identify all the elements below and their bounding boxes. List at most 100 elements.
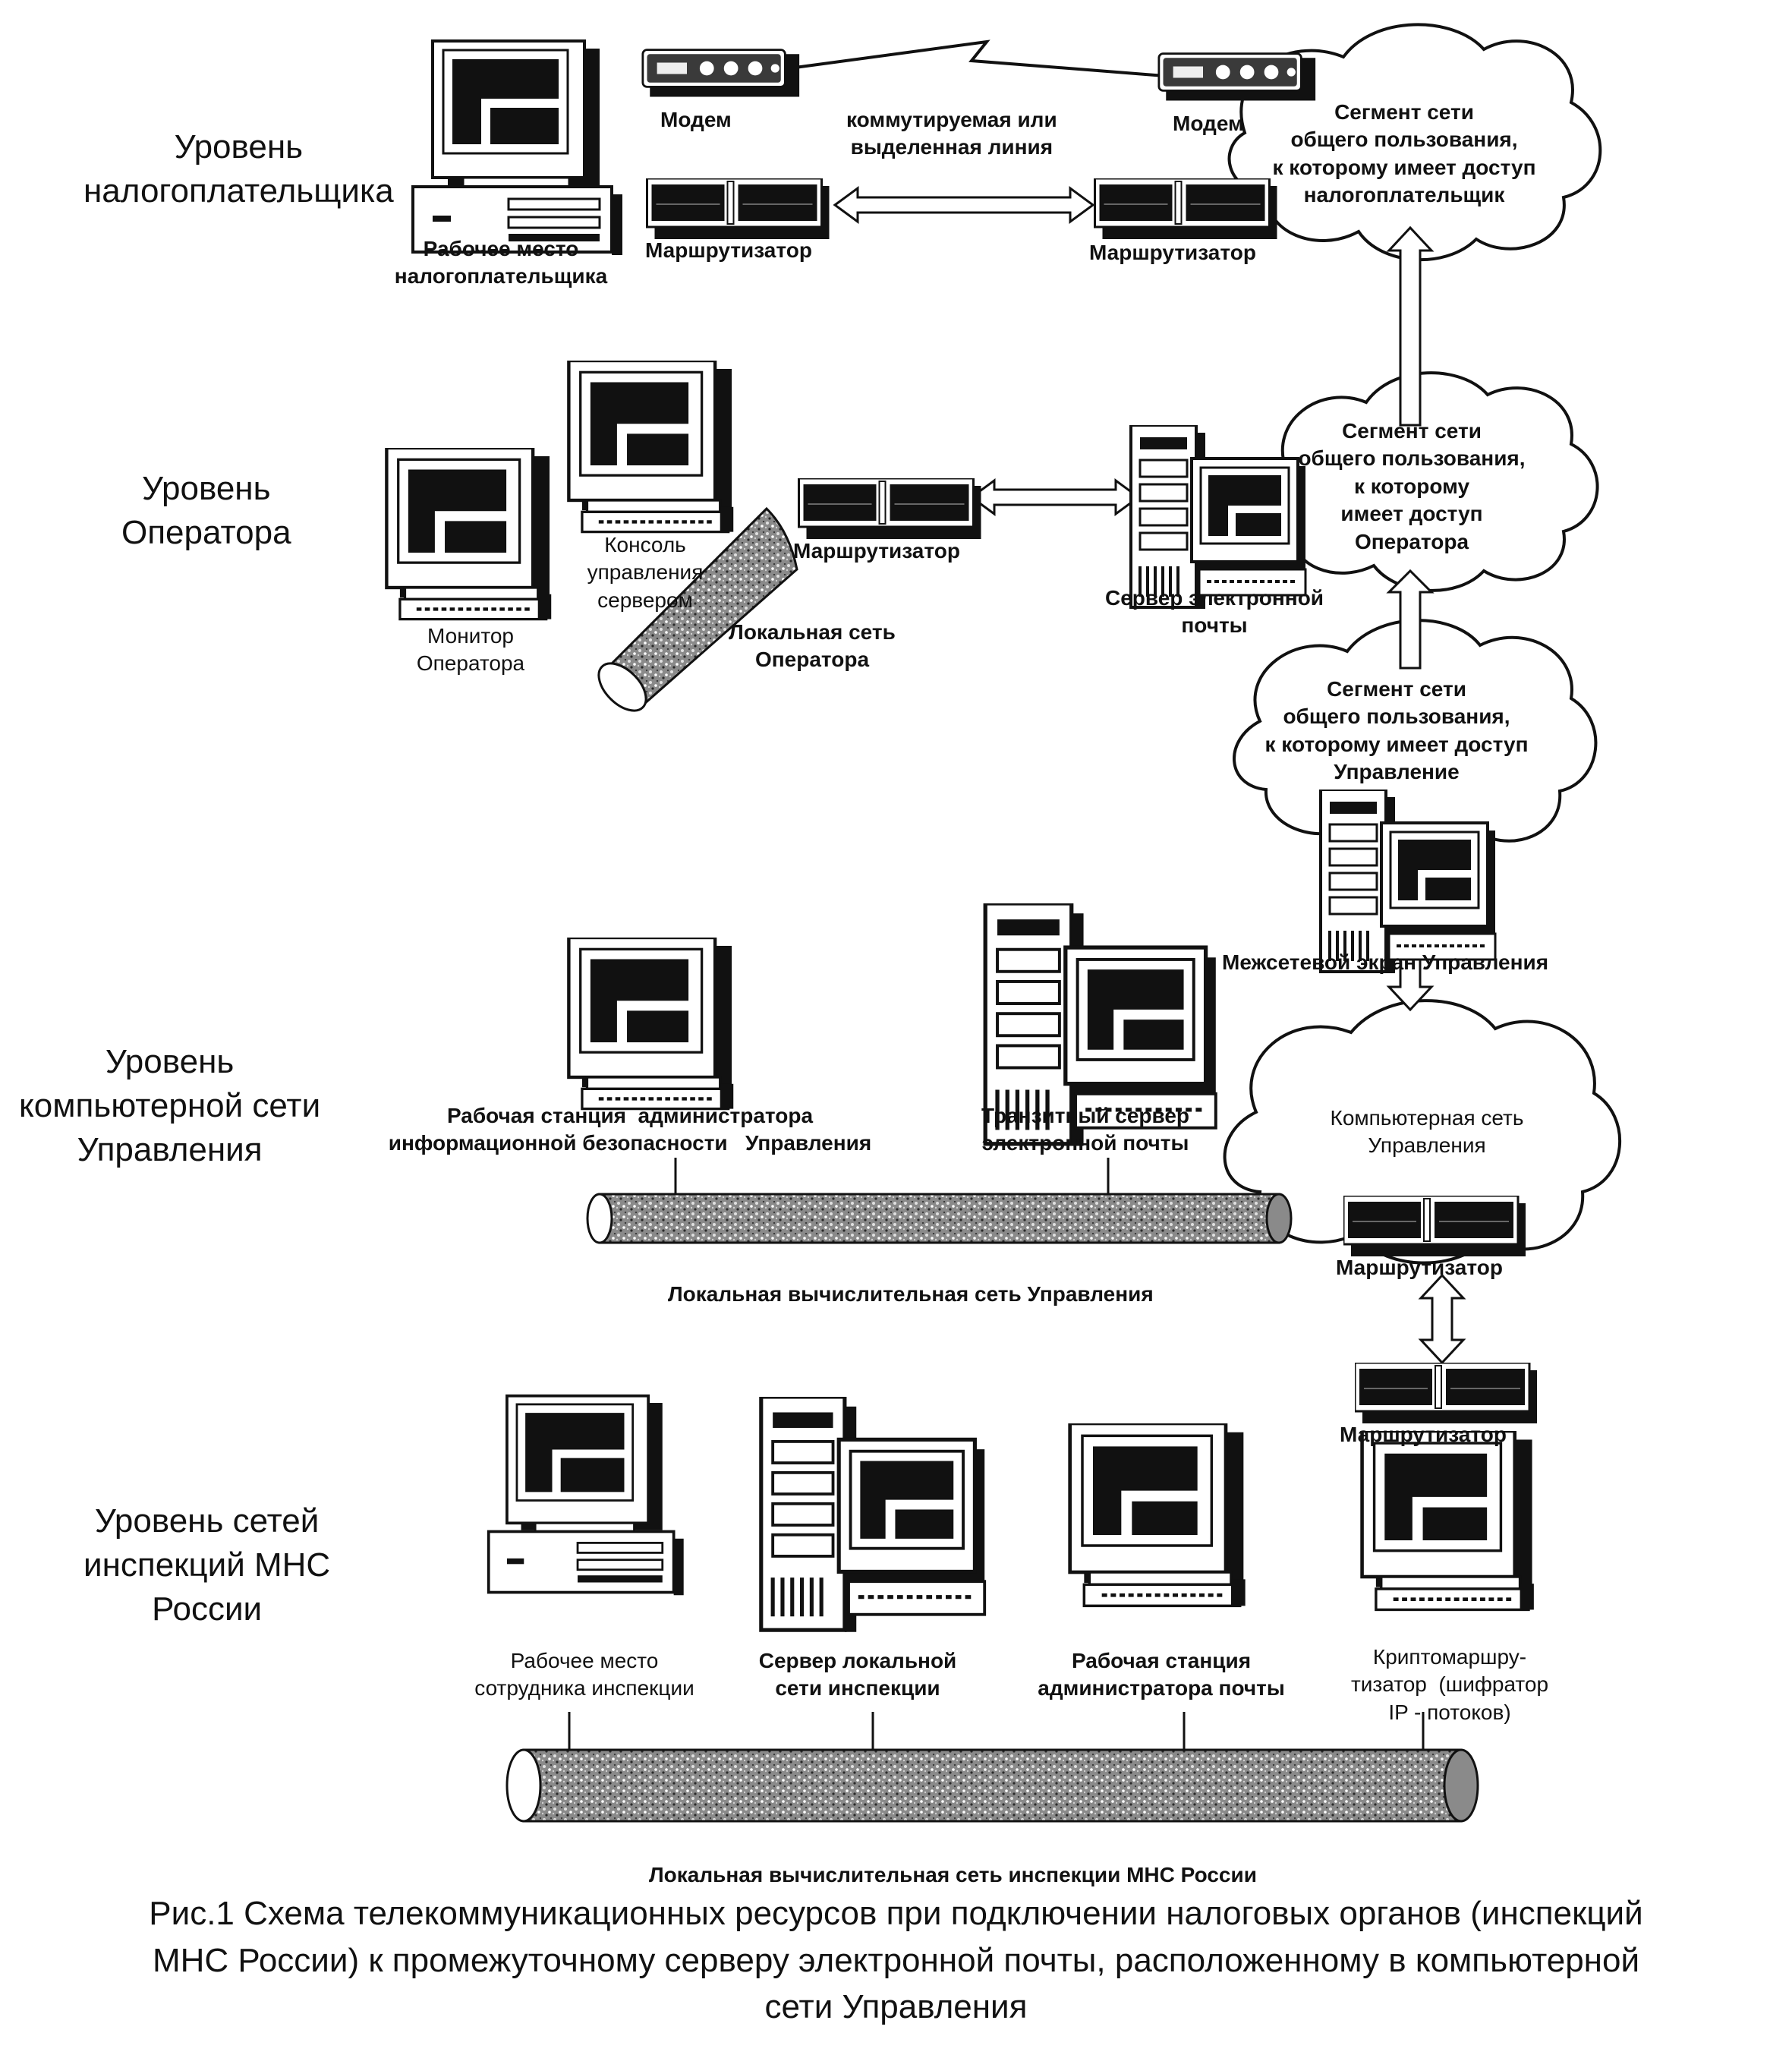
router-taxpayer-left-icon — [645, 178, 831, 239]
cloud-taxpayer-line-1: Сегмент сети — [1334, 100, 1474, 124]
inspection-lan-pipe — [505, 1712, 1479, 1823]
level-inspection-label: Уровень сетей инспекций МНС России — [83, 1499, 330, 1631]
mail-admin-ws-line-2: администратора почты — [1038, 1676, 1285, 1700]
cloud-taxpayer-line-3: к которому имеет доступ — [1272, 155, 1536, 179]
router-management-icon — [1343, 1196, 1526, 1256]
cloud-taxpayer-line-4: налогоплательщик — [1303, 183, 1505, 207]
link-operator-management — [1386, 569, 1435, 670]
operator-monitor-line-2: Оператора — [416, 651, 525, 676]
taxpayer-workstation-icon — [411, 39, 624, 257]
cloud-management-public-label: Сегмент сети общего пользования, к котор… — [1237, 676, 1556, 786]
inspection-lan-label: Локальная вычислительная сеть инспекции … — [649, 1863, 1257, 1886]
transit-server-label: Транзитный сервер электронной почты — [956, 1102, 1214, 1158]
mail-server-label: Сервер электронной почты — [1085, 585, 1343, 640]
cloud-management-public-line-4: Управление — [1334, 760, 1460, 784]
crypto-router-line-1: Криптомаршру- — [1372, 1645, 1527, 1669]
mail-admin-ws-label: Рабочая станция администратора почты — [1017, 1647, 1305, 1703]
level-taxpayer-line-1: Уровень — [174, 128, 304, 165]
cloud-taxpayer — [1227, 23, 1602, 262]
security-admin-ws-line-2: информационной безопасности Управления — [388, 1131, 872, 1155]
cloud-management-network-line-1: Компьютерная сеть — [1330, 1106, 1524, 1130]
level-management-line-2: компьютерной сети — [19, 1087, 321, 1125]
link-router-router — [1418, 1273, 1466, 1365]
management-lan-label: Локальная вычислительная сеть Управления — [668, 1282, 1154, 1306]
link-taxpayer-operator — [1386, 225, 1435, 427]
lan-server-icon — [761, 1397, 984, 1632]
cloud-operator-label: Сегмент сети общего пользования, к котор… — [1260, 418, 1564, 556]
level-taxpayer-label: Уровень налогоплательщика — [83, 125, 394, 213]
crypto-router-line-3: IP - потоков) — [1388, 1700, 1511, 1724]
server-console-line-3: сервером — [597, 588, 693, 612]
level-operator-label: Уровень Оператора — [121, 467, 291, 555]
operator-monitor-line-1: Монитор — [427, 624, 514, 648]
modem-right-label: Модем — [1173, 112, 1244, 135]
link-operator-router-server — [969, 478, 1141, 516]
crypto-router-icon — [1362, 1431, 1534, 1609]
employee-ws-icon — [487, 1394, 685, 1597]
cloud-operator-line-4: имеет доступ — [1340, 502, 1483, 526]
cloud-management-public-line-3: к которому имеет доступ — [1264, 732, 1529, 756]
transit-server-line-1: Транзитный сервер — [981, 1104, 1190, 1127]
cloud-operator-line-2: общего пользования, — [1298, 446, 1526, 471]
operator-lan-pipe — [597, 506, 798, 712]
router-operator-label: Маршрутизатор — [793, 539, 960, 563]
router-inspection-icon — [1355, 1363, 1537, 1423]
cloud-taxpayer-label: Сегмент сети общего пользования, к котор… — [1260, 99, 1548, 210]
crypto-router-label: Криптомаршру- тизатор (шифратор IP - пот… — [1328, 1644, 1571, 1726]
router-management-label: Маршрутизатор — [1336, 1256, 1503, 1279]
modem-right-icon — [1157, 52, 1317, 102]
level-inspection-line-2: инспекций МНС — [83, 1546, 331, 1584]
cloud-management-public-line-1: Сегмент сети — [1327, 677, 1466, 701]
modem-left-label: Модем — [660, 108, 732, 131]
server-console-label: Консоль управления сервером — [558, 531, 732, 614]
level-taxpayer-line-2: налогоплательщика — [83, 172, 394, 210]
line-label-1: коммутируемая или — [846, 108, 1057, 131]
employee-ws-label: Рабочее место сотрудника инспекции — [448, 1647, 721, 1703]
operator-monitor-icon — [386, 448, 551, 619]
router-taxpayer-left-label: Маршрутизатор — [645, 238, 812, 262]
operator-lan-label: Локальная сеть Оператора — [706, 619, 918, 674]
security-admin-ws-line-1: Рабочая станция администратора — [446, 1104, 814, 1127]
figure-caption-line-2: МНС России) к промежуточному серверу эле… — [152, 1941, 1640, 1979]
router-taxpayer-right-label: Маршрутизатор — [1089, 241, 1256, 264]
security-admin-ws-label: Рабочая станция администратора информаци… — [364, 1102, 896, 1158]
mail-admin-ws-line-1: Рабочая станция — [1071, 1649, 1252, 1672]
cloud-management-public-line-2: общего пользования, — [1283, 704, 1510, 729]
level-operator-line-2: Оператора — [121, 514, 291, 552]
router-inspection-label: Маршрутизатор — [1340, 1423, 1507, 1446]
lan-server-line-1: Сервер локальной — [758, 1649, 957, 1672]
link-taxpayer-routers — [833, 186, 1095, 224]
figure-caption-line-3: сети Управления — [764, 1988, 1028, 2026]
mail-server-line-1: Сервер электронной — [1104, 586, 1324, 610]
figure-caption: Рис.1 Схема телекоммуникационных ресурсо… — [0, 1890, 1792, 2031]
figure-caption-line-1: Рис.1 Схема телекоммуникационных ресурсо… — [149, 1895, 1643, 1932]
router-operator-icon — [797, 478, 983, 539]
line-label-2: выделенная линия — [850, 135, 1053, 159]
mail-admin-ws-icon — [1070, 1423, 1246, 1606]
cloud-taxpayer-line-2: общего пользования, — [1290, 128, 1518, 152]
cloud-operator-line-3: к которому — [1353, 474, 1470, 498]
server-console-line-2: управления — [587, 560, 704, 585]
level-operator-line-1: Уровень — [142, 470, 271, 507]
server-console-icon — [568, 361, 733, 532]
level-inspection-line-3: России — [152, 1590, 263, 1628]
cloud-operator-line-5: Оператора — [1354, 529, 1469, 553]
modem-left-icon — [641, 49, 801, 98]
mail-server-line-2: почты — [1181, 613, 1248, 638]
level-inspection-line-1: Уровень сетей — [94, 1502, 320, 1540]
security-admin-ws-icon — [568, 938, 733, 1109]
operator-monitor-label: Монитор Оператора — [383, 622, 558, 678]
taxpayer-workstation-label: Рабочее место налогоплательщика — [372, 235, 630, 291]
cloud-operator-line-1: Сегмент сети — [1342, 419, 1482, 443]
employee-ws-line-1: Рабочее место — [510, 1649, 659, 1672]
cloud-operator — [1261, 371, 1599, 592]
cloud-management-network-line-2: Управления — [1368, 1133, 1486, 1158]
server-console-line-1: Консоль — [604, 533, 686, 556]
operator-lan-line-1: Локальная сеть — [729, 620, 896, 644]
firewall-label: Межсетевой экран Управления — [1222, 950, 1549, 974]
taxpayer-workstation-line-2: налогоплательщика — [394, 264, 608, 288]
employee-ws-line-2: сотрудника инспекции — [474, 1676, 694, 1700]
management-lan-pipe — [586, 1158, 1293, 1244]
